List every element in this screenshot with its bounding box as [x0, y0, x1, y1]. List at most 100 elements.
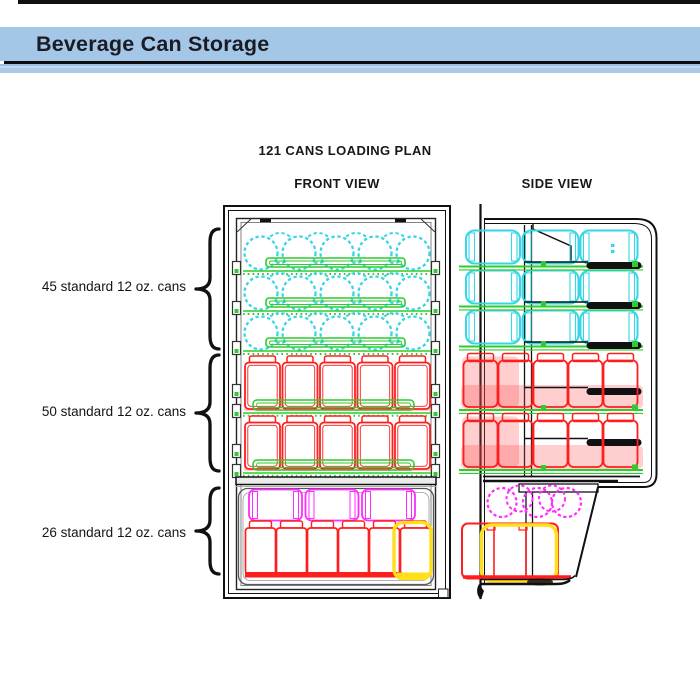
shelf-mount-dot [433, 452, 438, 456]
side-shelf-clip [541, 301, 546, 307]
header-substrip [0, 64, 700, 73]
front-top-tick [395, 219, 406, 223]
side-bottom-cans [461, 522, 559, 580]
can-front-circle [395, 275, 431, 311]
side-shelf-clip [632, 404, 638, 411]
side-can-rim [606, 412, 635, 423]
shelf-mount-dot [234, 412, 239, 416]
side-lying-can-end [628, 232, 636, 262]
side-shelf-clip [632, 464, 638, 471]
zone-brace [194, 353, 221, 473]
side-lying-can-end [628, 272, 636, 302]
detail-dot [611, 250, 615, 253]
side-lying-can-end [628, 312, 636, 342]
shelf-mount-tab [430, 383, 441, 399]
side-door-bottom [598, 473, 658, 488]
can-body [244, 421, 281, 470]
side-foot [477, 584, 484, 600]
side-can-body [462, 419, 499, 468]
shelf-mount-tab [231, 383, 242, 399]
side-can-body [567, 419, 604, 468]
side-front-circle [486, 486, 518, 519]
front-cabinet-outer2 [228, 210, 446, 594]
bottom-yellow-band [397, 572, 429, 578]
can-body-inner [359, 424, 391, 467]
can-rim [248, 520, 273, 529]
can-body [356, 361, 394, 410]
side-view-drawing [459, 204, 658, 600]
side-lying-can [465, 309, 521, 345]
side-lying-can-end [524, 232, 532, 262]
shelf-rail [265, 257, 406, 268]
can-body [275, 527, 308, 575]
can-body [399, 527, 432, 575]
side-door-inner [484, 223, 652, 474]
side-base-pad [527, 578, 553, 586]
side-back-circle [505, 484, 534, 513]
can-body-inner [322, 424, 353, 467]
shelf-rail [252, 459, 415, 471]
can-body [244, 527, 277, 575]
side-lying-can-end [510, 272, 518, 302]
front-chamfer [420, 218, 436, 233]
shelf-mount-dot [234, 452, 239, 456]
shelf-mount-tab [231, 260, 242, 276]
side-lying-can-end [569, 232, 577, 262]
front-view-label: FRONT VIEW [294, 176, 380, 191]
side-lying-can-end [468, 272, 476, 302]
zone-label-50-cans: 50 standard 12 oz. cans [41, 404, 186, 419]
detail-dot [611, 244, 615, 247]
side-lying-can-end [582, 312, 590, 342]
can-body-inner [322, 364, 353, 407]
lying-can-end [406, 491, 412, 519]
shelf-rail [265, 337, 406, 348]
can-body [319, 361, 356, 410]
can-body-inner [247, 424, 278, 467]
can-rim [341, 520, 366, 529]
side-back-circle [538, 484, 566, 513]
shelf-mount-dot [433, 392, 438, 396]
side-lying-can-end [510, 232, 518, 262]
side-can-rim [536, 412, 565, 423]
lying-can-end [308, 491, 315, 519]
zone-brace [194, 227, 221, 351]
side-view-label: SIDE VIEW [521, 176, 593, 191]
header-band [0, 27, 700, 61]
shelf-mount-dot [433, 349, 438, 353]
can-body [394, 421, 431, 470]
shelf-mount-tab [430, 403, 441, 419]
can-body [281, 361, 319, 410]
front-top-tick [260, 219, 271, 223]
can-body-inner [284, 424, 316, 467]
side-shelf-clip [541, 341, 546, 347]
can-body-inner [397, 364, 428, 407]
lying-can-end [365, 491, 371, 519]
shelf-rail-inner [256, 462, 411, 468]
front-corner-notch [438, 588, 449, 598]
side-can-fill [462, 416, 519, 467]
side-lying-can-end [468, 312, 476, 342]
can-body-inner [247, 364, 278, 407]
side-front-circle [550, 486, 583, 519]
can-body [244, 361, 281, 410]
shelf-mount-dot [433, 309, 438, 313]
lying-can-end [293, 491, 299, 519]
header-rule [4, 61, 700, 64]
shelf-rail [252, 399, 415, 411]
shelf-mount-dot [234, 349, 239, 353]
can-body [394, 361, 431, 410]
side-lying-can-end [582, 272, 590, 302]
can-body-inner [359, 364, 391, 407]
shelf-mount-tab [430, 300, 441, 316]
bottom-red-band [245, 572, 400, 578]
side-can-body [532, 359, 569, 408]
can-body [319, 421, 356, 470]
can-rim [310, 520, 335, 529]
side-base-line [480, 575, 576, 581]
front-view-drawing [223, 205, 451, 599]
side-shelf-clip [632, 261, 638, 267]
side-can-body [602, 419, 639, 468]
shelf-mount-tab [430, 260, 441, 276]
lying-can [361, 488, 416, 522]
side-lying-can [465, 269, 521, 305]
